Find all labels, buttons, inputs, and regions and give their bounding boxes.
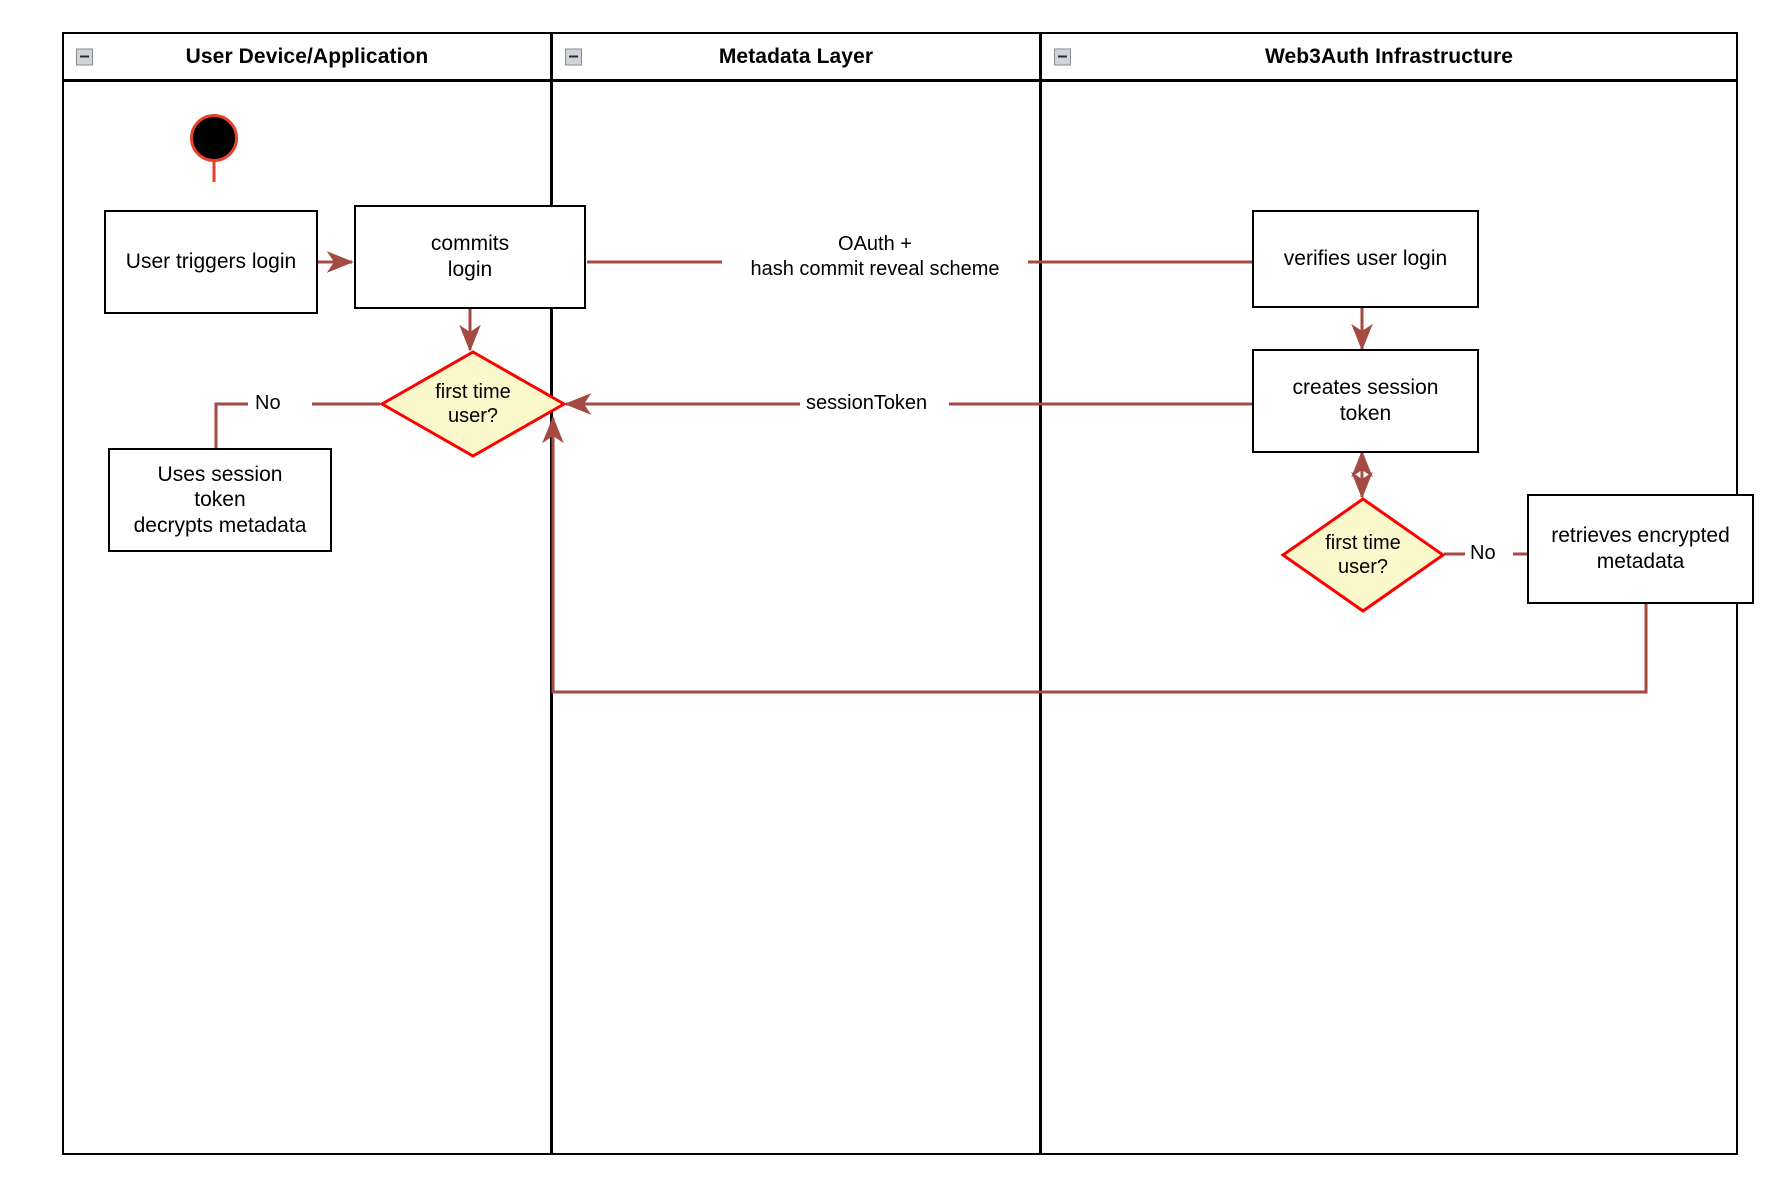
swimlane-title-user-device: User Device/Application	[185, 44, 429, 68]
activity-label-user-triggers-login: User triggers login	[125, 250, 297, 274]
collapse-minus-icon-web3auth[interactable]	[1054, 48, 1071, 65]
activity-label-verifies-user-login: verifies user login	[1283, 247, 1448, 271]
edge-label-no-left: No	[250, 391, 286, 416]
activity-label-commits-login-line2: login	[447, 258, 493, 281]
activity-node-verifies-user-login[interactable]: verifies user login	[1252, 210, 1479, 308]
edge-label-no-left-text: No	[255, 392, 281, 414]
activity-node-retrieves-encrypted-metadata[interactable]: retrieves encrypted metadata	[1527, 494, 1754, 604]
activity-label-retrieves-metadata-line2: metadata	[1596, 550, 1685, 573]
collapse-minus-icon-metadata-layer[interactable]	[565, 48, 582, 65]
swimlane-header-web3auth[interactable]: Web3Auth Infrastructure	[1040, 32, 1738, 81]
swimlane-title-metadata-layer: Metadata Layer	[718, 44, 874, 68]
activity-label-uses-session-line3: decrypts metadata	[133, 513, 307, 537]
decision-node-first-time-user-left[interactable]: first time user?	[378, 350, 568, 458]
activity-label-retrieves-encrypted-metadata: retrieves encrypted metadata	[1551, 523, 1730, 574]
activity-label-uses-session-line2: token	[194, 488, 246, 512]
swimlane-header-user-device[interactable]: User Device/Application	[62, 32, 552, 81]
activity-node-commits-login[interactable]: commits login	[354, 205, 586, 309]
decision-node-first-time-user-right[interactable]: first time user?	[1280, 497, 1446, 613]
edge-label-session-token: sessionToken	[801, 391, 933, 416]
activity-label-retrieves-metadata-line1: retrieves encrypted	[1551, 524, 1730, 548]
swimlane-header-metadata-layer[interactable]: Metadata Layer	[551, 32, 1041, 81]
activity-node-user-triggers-login[interactable]: User triggers login	[104, 210, 318, 314]
initial-start-node[interactable]	[190, 114, 238, 162]
edge-label-no-right-text: No	[1470, 542, 1496, 564]
activity-label-creates-session-line2: token	[1339, 402, 1392, 425]
decision-shape-right	[1280, 497, 1446, 613]
edge-label-oauth-line2: hash commit reveal scheme	[750, 258, 1000, 280]
activity-node-uses-session-token[interactable]: Uses session token decrypts metadata	[108, 448, 332, 552]
decision-shape-left	[378, 350, 568, 458]
activity-label-uses-session-line1: Uses session	[157, 462, 283, 486]
activity-label-creates-session-token: creates session token	[1293, 375, 1439, 426]
activity-label-uses-session-token: Uses session token decrypts metadata	[134, 462, 307, 539]
activity-label-creates-session-line1: creates session	[1292, 376, 1439, 400]
edge-label-no-right: No	[1465, 541, 1501, 566]
edge-label-oauth-line1: OAuth +	[838, 233, 912, 255]
activity-label-commits-login-line1: commits	[430, 232, 510, 256]
swimlane-title-web3auth: Web3Auth Infrastructure	[1264, 44, 1514, 68]
edge-label-oauth-hash-commit: OAuth + hash commit reveal scheme	[722, 232, 1028, 282]
collapse-minus-icon-user-device[interactable]	[76, 48, 93, 65]
activity-node-creates-session-token[interactable]: creates session token	[1252, 349, 1479, 453]
activity-label-commits-login: commits login	[431, 231, 509, 282]
edge-label-session-token-text: sessionToken	[806, 392, 928, 414]
